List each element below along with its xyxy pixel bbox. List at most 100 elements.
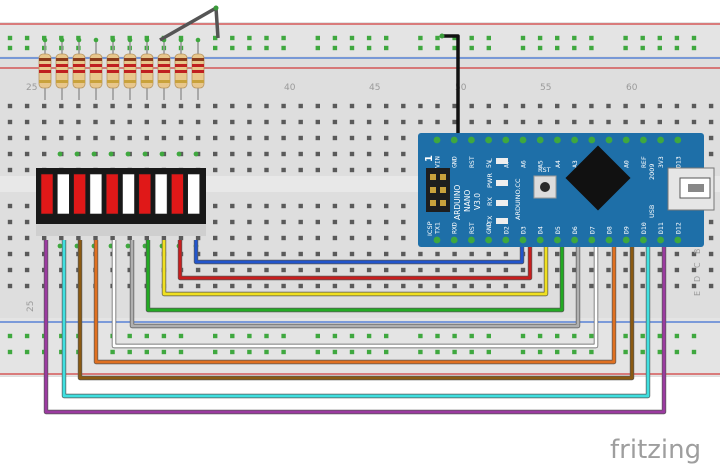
breadboard-hole (247, 135, 252, 141)
breadboard-hole (708, 251, 714, 257)
breadboard-hole (178, 119, 184, 125)
breadboard-hole (623, 349, 628, 355)
breadboard-hole (315, 333, 320, 339)
led-segment (122, 173, 135, 215)
resistor-band (73, 58, 85, 61)
breadboard-hole (264, 349, 269, 355)
arduino-nano[interactable]: VINTX1GNDRXDRSTRST5VGNDA7D2A6D3A5D4A4D5A… (418, 133, 715, 247)
resistor-pin (93, 37, 99, 43)
breadboard-hole (384, 167, 389, 173)
signal-wire[interactable] (78, 240, 634, 380)
breadboard-hole (332, 167, 338, 173)
breadboard-hole (366, 119, 372, 125)
breadboard-hole (366, 349, 372, 355)
breadboard-hole (144, 119, 149, 125)
resistor-pin (76, 37, 82, 43)
breadboard-hole (298, 103, 303, 109)
breadboard-hole (298, 251, 303, 257)
wire-ground-arduino[interactable] (442, 34, 460, 136)
breadboard-hole (315, 167, 320, 173)
resistor-band (192, 80, 204, 83)
breadboard-hole (520, 35, 526, 41)
breadboard-hole (537, 103, 543, 109)
fritzing-watermark: fritzing (610, 435, 701, 465)
breadboard-hole (144, 135, 149, 141)
breadboard-hole (486, 119, 491, 125)
breadboard-hole (264, 251, 269, 257)
breadboard-hole (195, 119, 201, 125)
resistor-band (141, 64, 153, 67)
arduino-bottom-pin (674, 236, 682, 244)
breadboard-hole (401, 167, 406, 173)
breadboard-hole (537, 283, 543, 289)
arduino-bottom-pin (657, 236, 664, 244)
breadboard-hole (384, 135, 389, 141)
signal-wire[interactable] (162, 240, 548, 296)
breadboard-hole (161, 349, 167, 355)
breadboard-hole (59, 235, 64, 241)
breadboard-hole (7, 151, 13, 157)
icsp-pin (440, 200, 446, 206)
breadboard-hole (264, 283, 269, 289)
arduino-top-pin-label: A4 (554, 160, 562, 168)
resistor-band (56, 64, 68, 67)
arduino-bottom-pin-label: D10 (640, 222, 648, 234)
resistor-array[interactable] (38, 37, 205, 100)
board-led-label: RX (486, 196, 494, 206)
breadboard-hole (281, 267, 286, 273)
breadboard-hole (657, 35, 662, 41)
signal-wire[interactable] (44, 240, 666, 414)
signal-wire[interactable] (130, 240, 580, 328)
signal-wire[interactable] (62, 240, 650, 398)
breadboard-hole (332, 135, 338, 141)
breadboard-hole (384, 267, 389, 273)
breadboard-hole (213, 119, 218, 125)
breadboard-hole (623, 45, 628, 51)
arduino-bottom-pin (554, 236, 561, 244)
breadboard-hole (691, 251, 697, 257)
signal-wire[interactable] (146, 240, 564, 312)
breadboard-hole (349, 219, 355, 225)
breadboard-hole (384, 203, 389, 209)
signal-wire[interactable] (112, 240, 598, 348)
signal-wire[interactable] (178, 240, 532, 280)
breadboard-hole-active (176, 151, 182, 157)
signal-wire[interactable] (194, 240, 524, 264)
breadboard-hole (178, 283, 184, 289)
breadboard-hole (24, 219, 30, 225)
breadboard-hole (503, 283, 509, 289)
breadboard-hole (349, 135, 355, 141)
breadboard-hole (247, 103, 252, 109)
breadboard-hole (537, 333, 543, 339)
usb-label: USB (648, 205, 656, 218)
breadboard-hole (213, 203, 218, 209)
breadboard-hole (418, 349, 423, 355)
breadboard-hole (247, 235, 252, 241)
breadboard-hole-active (57, 151, 63, 157)
arduino-bottom-pin (605, 236, 613, 244)
breadboard-hole (349, 35, 355, 41)
icsp-label: ICSP (426, 221, 434, 236)
breadboard-hole (708, 135, 714, 141)
breadboard-hole (76, 235, 81, 241)
breadboard-hole (606, 267, 611, 273)
arduino-top-pin-label: A7 (502, 160, 510, 168)
breadboard-hole (640, 103, 645, 109)
breadboard-hole (691, 333, 697, 339)
breadboard-hole (281, 119, 286, 125)
breadboard-hole (7, 349, 13, 355)
breadboard-hole (213, 283, 218, 289)
breadboard-hole (435, 103, 440, 109)
signal-wire[interactable] (94, 240, 616, 364)
resistor-band (107, 80, 119, 83)
arduino-bottom-pin-label: D4 (537, 226, 545, 234)
breadboard-hole (264, 333, 269, 339)
breadboard-hole (555, 349, 560, 355)
breadboard-hole (110, 103, 115, 109)
breadboard-hole (520, 333, 526, 339)
breadboard-hole (452, 119, 457, 125)
breadboard-hole (281, 151, 286, 157)
breadboard-hole (195, 103, 201, 109)
breadboard-hole (384, 151, 389, 157)
breadboard-hole (315, 349, 320, 355)
